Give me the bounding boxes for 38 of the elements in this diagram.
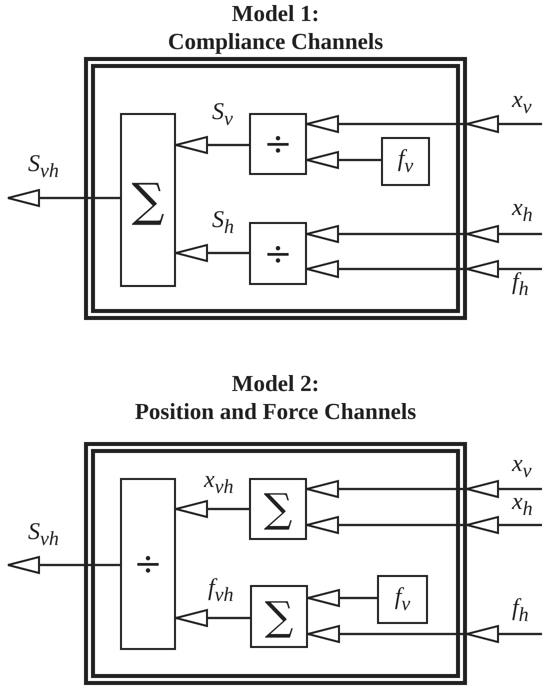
arrow [175,500,249,518]
function-block: f$_{v}$ [381,137,430,186]
panel-heading: Compliance Channels [168,28,384,56]
edge-label: x$_{v}$ [512,452,532,481]
edge-label: S$_{h}$ [212,208,234,237]
edge-label: S$_{vh}$ [28,520,59,549]
panel-heading: Model 1: [232,0,320,28]
edge-label: x$_{h}$ [512,490,533,519]
arrow [175,609,250,627]
operator-block: ÷ [249,222,307,285]
edge-label: f$_{vh}$ [208,576,234,605]
edge-label: f$_{h}$ [512,270,529,299]
edge-label: S$_{v}$ [212,100,233,129]
arrow [307,114,542,134]
arrow [7,189,120,207]
edge-label: x$_{h}$ [512,196,533,225]
arrow [306,151,381,169]
operator-block: ∑ [120,113,176,287]
arrow [7,556,120,574]
arrow [307,260,542,278]
function-block: f$_{v}$ [377,575,428,624]
operator-block: ÷ [249,113,307,175]
edge-label: x$_{vh}$ [204,468,234,497]
panel-heading: Position and Force Channels [134,398,416,426]
edge-label: f$_{h}$ [512,596,529,625]
arrow [175,244,249,262]
operator-block: ÷ [120,478,176,650]
panel-heading: Model 2: [232,370,320,398]
arrow [308,624,542,644]
edge-label: x$_{v}$ [512,88,532,117]
operator-block: ∑ [250,585,308,648]
arrow [307,516,542,534]
edge-label: S$_{vh}$ [28,152,59,181]
arrow [175,136,249,154]
arrow [307,480,542,498]
operator-block: ∑ [249,478,307,540]
arrow [307,224,542,244]
arrow [307,589,377,607]
